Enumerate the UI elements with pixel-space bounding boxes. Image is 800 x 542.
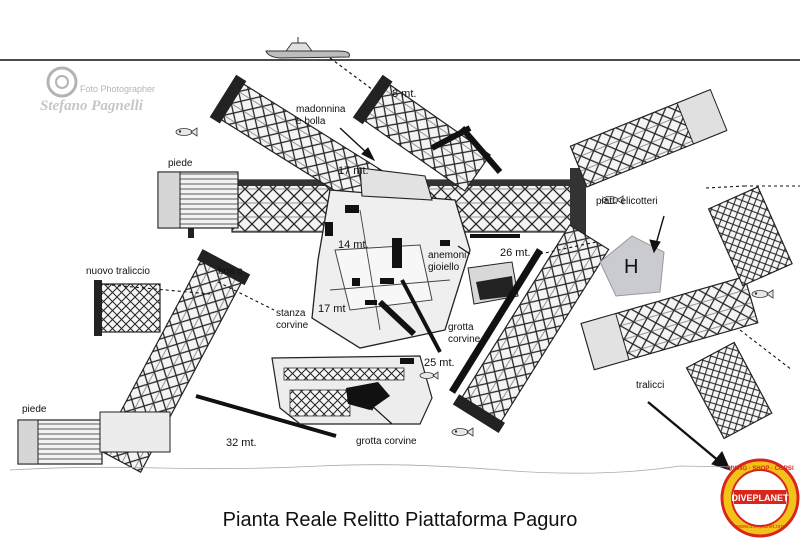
upper-right-truss [569,88,728,188]
label-piede-top: piede [168,158,193,169]
label-tralicci: tralicci [636,380,664,391]
label-grotta-corvine: corvine [448,334,481,345]
label-depth-8: 8 mt. [392,88,416,100]
fish-icon [601,195,624,205]
leg-top-left [157,171,239,238]
upper-left-diagonal-truss [209,74,400,218]
arrow-head-icon [364,399,377,412]
photographer-watermark: Foto Photographer Stefano Pagnelli [40,66,155,114]
mooring-line [329,57,393,105]
diveplanet-badge: DIVING · SHOP · CORSI DIVEPLANET www.div… [720,458,800,538]
label-piede-bottom: piede [22,404,47,415]
lower-wreck-section [271,355,433,425]
label-depth-14: 14 mt. [338,239,369,251]
labels: 8 mt. madonnina e bolla 17 mt. piede pia… [22,88,664,449]
new-truss-block [94,280,161,336]
label-depth-17-top: 17 mt. [338,165,369,177]
far-right-truss-top [707,186,793,287]
diagram-title: Pianta Reale Relitto Piattaforma Paguro [223,509,578,531]
label-gioiello: gioiello [428,262,460,273]
label-depth-25: 25 mt. [424,357,455,369]
badge-top-text: DIVING · SHOP · CORSI [726,466,794,472]
fish-icon [451,427,474,437]
right-lower-truss [580,275,759,371]
fish-icon [751,289,774,299]
label-depth-32: 32 mt. [226,437,257,449]
upper-middle-diagonal-truss [352,74,491,192]
right-diagonal-truss [452,224,610,434]
label-stanza: stanza [276,308,306,319]
label-depth-17-mid: 17 mt [318,303,346,315]
label-depth-26: 26 mt. [500,247,531,259]
fish-icons [175,127,774,437]
label-piatt-elicotteri: piatt. elicotteri [596,196,658,207]
dashed-guide-lines [99,185,800,371]
watermark-line2: Stefano Pagnelli [40,98,144,114]
heavy-black-beams [195,125,543,438]
grotta-corvine-cave [346,382,390,410]
label-boa-c: boa c [218,266,242,277]
watermark-line1: Foto Photographer [80,84,155,94]
helipad: H [599,235,665,297]
badge-brand-text: DIVEPLANET [731,493,789,503]
label-nuovo-traliccio: nuovo traliccio [86,266,150,277]
fish-icon [175,127,198,137]
label-grotta: grotta [448,322,474,333]
anemoni-block [467,261,519,305]
label-stanza-corvine: corvine [276,320,309,331]
arrow-head-icon [649,239,661,254]
label-grotta-corvine-bottom: grotta corvine [356,436,417,447]
seabed-line [9,464,791,474]
arrow-head-icon [361,147,376,162]
leg-bottom-left [17,411,171,465]
badge-bottom-text: www.diveplanet.org [735,524,784,530]
label-e-bolla: e bolla [296,116,326,127]
boat-icon [265,37,350,59]
label-anemoni: anemoni [428,250,466,261]
fish-icon [419,371,439,380]
label-madonnina: madonnina [296,104,346,115]
far-right-truss-bottom [685,341,773,440]
helipad-letter: H [624,256,638,278]
